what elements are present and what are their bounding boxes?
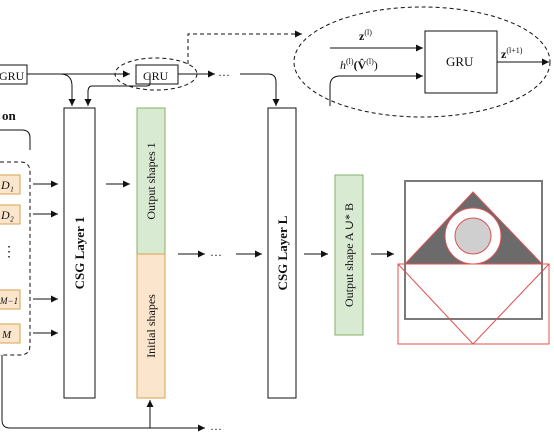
gru-detail-box: GRU [424, 30, 498, 94]
dashed-zoom-connector [187, 30, 302, 64]
svg-text:Initial shapes: Initial shapes [144, 294, 158, 358]
rendered-shape [397, 180, 550, 345]
csg-layer-l: CSG Layer L [267, 107, 297, 399]
left-shape-2: D₂ [0, 204, 21, 225]
left-shape-1: D₁ [0, 174, 21, 195]
svg-text:GRU: GRU [446, 54, 474, 69]
csg-layer-1: CSG Layer 1 [63, 107, 96, 399]
svg-text:M−1: M−1 [0, 296, 18, 306]
left-panel-bracket [0, 129, 31, 150]
arrow-gru-chain-to-layerL [240, 73, 280, 106]
svg-text:Output shapes 1: Output shapes 1 [144, 142, 158, 219]
left-shape-m-minus-1: M−1 [0, 289, 21, 310]
svg-text:GRU: GRU [0, 69, 25, 83]
gru-middle: GRU [135, 64, 179, 85]
left-shape-vdots: ⋮ [2, 245, 16, 260]
layers-ellipsis: ··· [210, 248, 222, 262]
left-shape-m: M [0, 323, 21, 344]
left-panel-dashed-box [0, 161, 31, 356]
svg-text:CSG Layer L: CSG Layer L [275, 215, 290, 290]
gru-detail-dashed-ellipse [293, 6, 551, 118]
svg-text:CSG Layer 1: CSG Layer 1 [72, 217, 87, 290]
svg-text:D₂: D₂ [0, 208, 14, 222]
gru-detail-input-z: z(l) [359, 28, 372, 43]
svg-text:D₁: D₁ [0, 178, 14, 192]
gru-detail-output-z: z(l+1) [501, 46, 523, 61]
gru-chain-ellipsis: ··· [218, 68, 230, 82]
output-shapes-1: Output shapes 1 [136, 107, 166, 255]
svg-text:GRU: GRU [143, 69, 169, 83]
svg-text:M: M [1, 329, 12, 341]
arrow-gru-mid-feedback [84, 74, 151, 106]
arrow-gru-left-to-layer1 [59, 73, 76, 106]
left-panel-title: on [2, 108, 17, 123]
gru-detail-input-h: h(l)(V̂(l)) [340, 57, 378, 72]
bottom-ellipsis: ··· [210, 422, 222, 433]
initial-shapes: Initial shapes [136, 253, 166, 399]
svg-text:Output shape A ∪* B: Output shape A ∪* B [342, 203, 356, 307]
bottom-feedback-line [1, 355, 205, 432]
gru-left: GRU [0, 64, 28, 85]
arrow-detail-h-in [329, 72, 423, 106]
output-shape-final: Output shape A ∪* B [334, 174, 364, 336]
